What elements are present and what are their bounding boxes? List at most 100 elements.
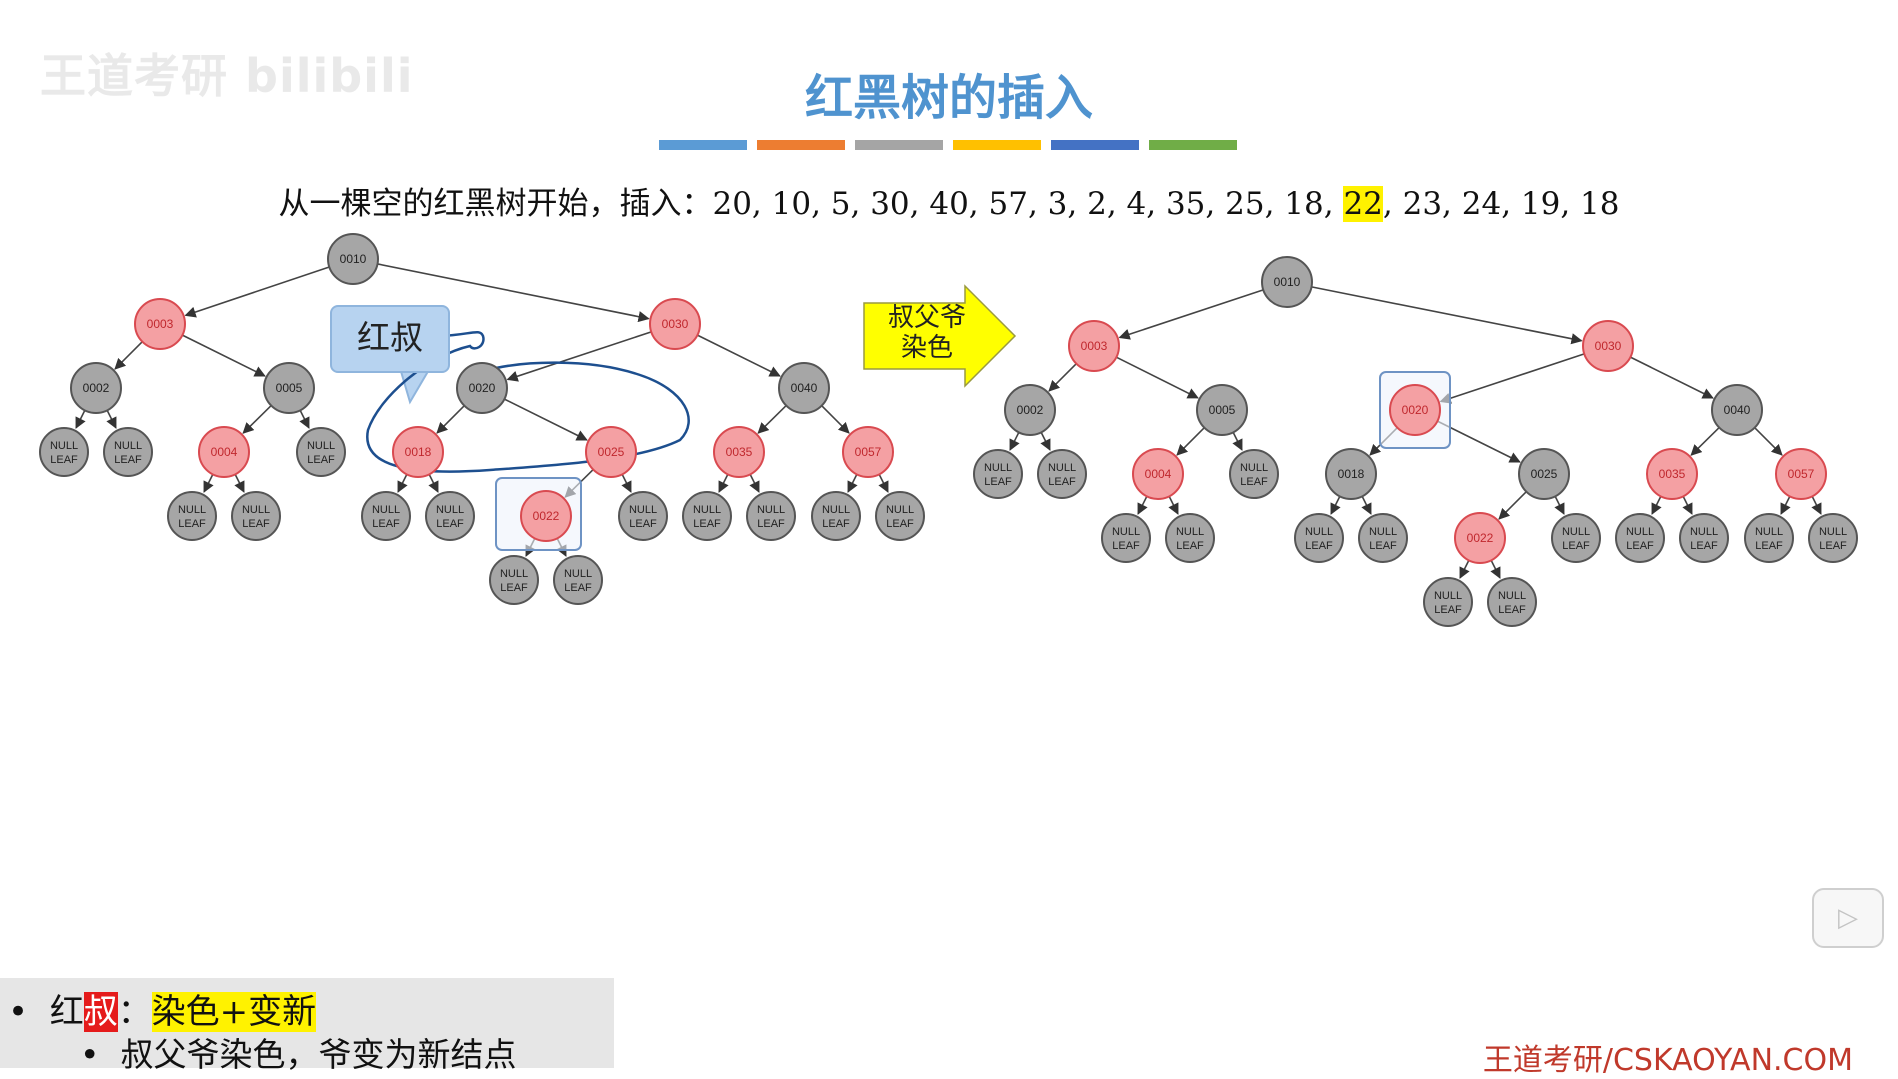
svg-text:NULL: NULL <box>242 504 270 516</box>
node-label: 0010 <box>340 252 367 266</box>
null-leaf: NULL LEAF <box>1487 577 1537 627</box>
tree-edge <box>1490 560 1501 579</box>
play-button[interactable]: ▷ <box>1812 888 1884 948</box>
tree-edge <box>1811 496 1822 515</box>
tree-node: 0025 <box>585 426 637 478</box>
svg-text:NULL: NULL <box>886 504 914 516</box>
svg-text:NULL: NULL <box>1369 526 1397 538</box>
svg-text:NULL: NULL <box>1240 462 1268 474</box>
svg-text:LEAF: LEAF <box>436 518 464 530</box>
sequence-current-key: 22 <box>1343 186 1383 222</box>
node-label: 0020 <box>469 381 496 395</box>
color-bar-5 <box>1051 140 1139 150</box>
rule-action: 染色+变新 <box>151 992 317 1032</box>
svg-text:LEAF: LEAF <box>1176 540 1204 552</box>
svg-text:LEAF: LEAF <box>1755 540 1783 552</box>
svg-text:LEAF: LEAF <box>629 518 657 530</box>
tree-node: 0022 <box>1454 512 1506 564</box>
color-bar-strip <box>659 140 1237 150</box>
tree-node: 0057 <box>842 426 894 478</box>
svg-text:NULL: NULL <box>436 504 464 516</box>
svg-text:NULL: NULL <box>1755 526 1783 538</box>
tree-edge <box>377 263 650 323</box>
tree-node: 0004 <box>198 426 250 478</box>
tree-edge <box>1361 496 1372 515</box>
svg-text:LEAF: LEAF <box>984 476 1012 488</box>
tree-edge <box>697 334 781 377</box>
node-label: 0057 <box>855 445 882 459</box>
annotation-circle <box>366 330 690 473</box>
tree-edge <box>106 410 117 429</box>
node-label: 0035 <box>1659 467 1686 481</box>
tree-edge <box>1048 363 1077 392</box>
rule-colon: ： <box>117 992 152 1032</box>
node-label: 0002 <box>83 381 110 395</box>
tree-node: 0010 <box>327 233 379 285</box>
footer-brand: 王道考研/CSKAOYAN.COM <box>1482 1043 1853 1078</box>
null-leaf: NULL LEAF <box>231 491 281 541</box>
bullet: • <box>8 992 29 1032</box>
rule-sub: • 叔父爷染色，爷变为新结点 <box>80 1028 516 1076</box>
rule-main: • 红叔：染色+变新 <box>8 984 317 1033</box>
tree-edge <box>506 331 652 382</box>
svg-text:NULL: NULL <box>1048 462 1076 474</box>
tree-edge <box>428 474 439 493</box>
svg-text:LEAF: LEAF <box>1498 604 1526 616</box>
tree-node: 0003 <box>134 298 186 350</box>
svg-text:LEAF: LEAF <box>242 518 270 530</box>
tree-edge <box>242 404 272 434</box>
node-label: 0003 <box>1081 339 1108 353</box>
svg-text:LEAF: LEAF <box>114 454 142 466</box>
tree-node: 0040 <box>1711 384 1763 436</box>
svg-text:LEAF: LEAF <box>500 582 528 594</box>
svg-text:NULL: NULL <box>1498 590 1526 602</box>
tree-node: 0003 <box>1068 320 1120 372</box>
node-label: 0022 <box>1467 531 1494 545</box>
tree-edge <box>184 266 330 318</box>
color-bar-2 <box>757 140 845 150</box>
node-label: 0002 <box>1017 403 1044 417</box>
tree-edge <box>1439 353 1585 404</box>
svg-text:NULL: NULL <box>372 504 400 516</box>
svg-text:LEAF: LEAF <box>822 518 850 530</box>
node-label: 0057 <box>1788 467 1815 481</box>
node-label: 0035 <box>726 445 753 459</box>
node-label: 0003 <box>147 317 174 331</box>
svg-text:NULL: NULL <box>50 440 78 452</box>
tree-edge <box>749 474 760 493</box>
rule-sub-text: 叔父爷染色，爷变为新结点 <box>120 1035 517 1074</box>
tree-edge <box>757 404 787 434</box>
tree-edge <box>1176 427 1205 456</box>
sub-bullet: • <box>80 1035 100 1074</box>
node-label: 0020 <box>1402 403 1429 417</box>
tree-node: 0030 <box>649 298 701 350</box>
svg-text:LEAF: LEAF <box>372 518 400 530</box>
tree-edge <box>1137 496 1148 515</box>
tree-edge <box>1311 286 1583 345</box>
node-label: 0040 <box>791 381 818 395</box>
tree-node: 0002 <box>1004 384 1056 436</box>
tree-node: 0025 <box>1518 448 1570 500</box>
color-bar-3 <box>855 140 943 150</box>
svg-text:NULL: NULL <box>178 504 206 516</box>
node-label: 0025 <box>598 445 625 459</box>
tree-node: 0022 <box>520 490 572 542</box>
tree-edge <box>1118 289 1264 340</box>
tree-edge <box>1630 356 1714 399</box>
tree-edge <box>821 405 850 434</box>
tree-edge <box>1754 427 1783 456</box>
tree-node: 0057 <box>1775 448 1827 500</box>
tree-edge <box>1682 496 1693 515</box>
tree-edge <box>1459 560 1470 579</box>
